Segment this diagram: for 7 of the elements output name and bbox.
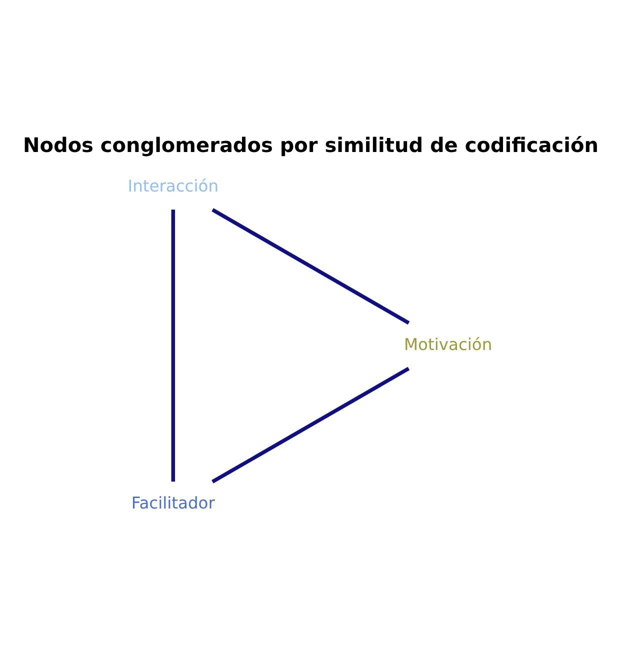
connector [212, 208, 410, 325]
diagram-title: Nodos conglomerados por similitud de codificación [23, 132, 598, 157]
node-text: Interacción [128, 176, 219, 196]
node-text: Motivación [404, 335, 492, 354]
connector [212, 366, 410, 484]
connector [171, 210, 176, 482]
node-text: Facilitador [131, 494, 215, 513]
